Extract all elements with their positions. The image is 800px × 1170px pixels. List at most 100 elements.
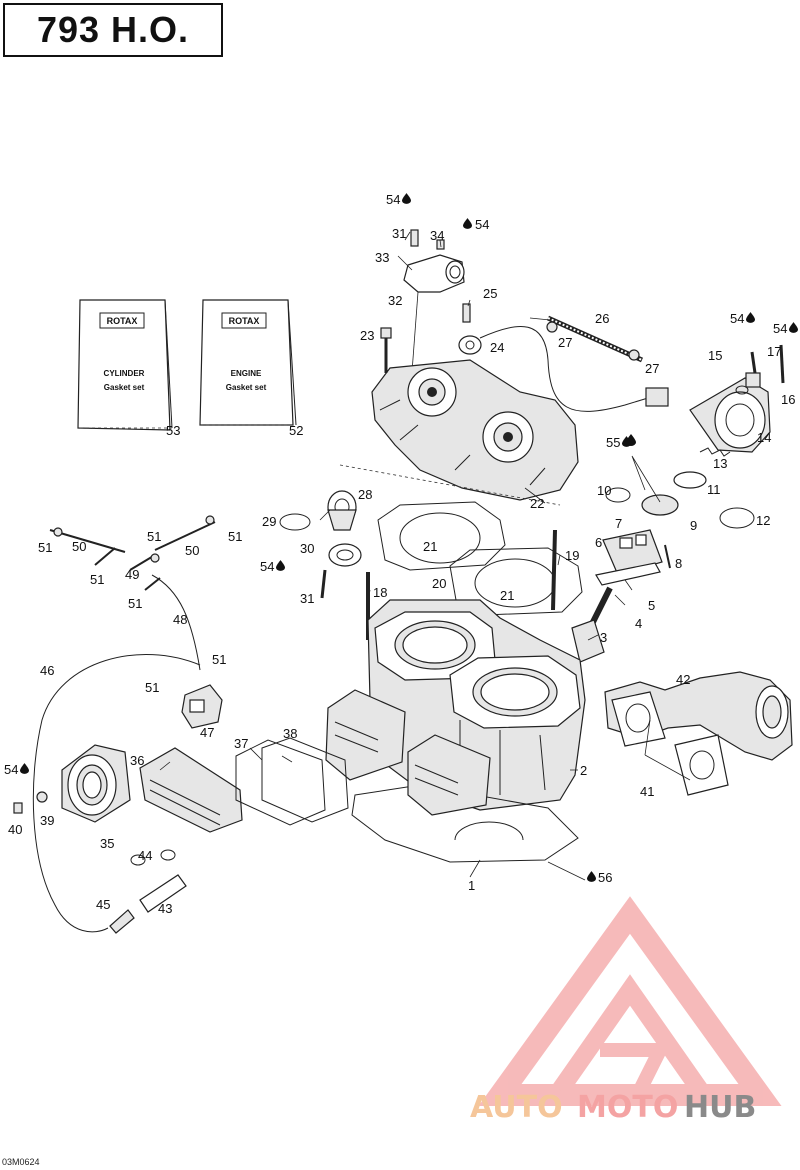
callout-33: 33 [375, 250, 389, 265]
callout-13: 13 [713, 456, 727, 471]
callout-10: 10 [597, 483, 611, 498]
callout-6: 6 [595, 535, 602, 550]
callout-46: 46 [40, 663, 54, 678]
fitting-45 [109, 909, 135, 934]
fitting-39 [36, 791, 48, 803]
callout-49: 49 [125, 567, 139, 582]
callout-16: 16 [781, 392, 795, 407]
callout-39: 39 [40, 813, 54, 828]
callout-5: 5 [648, 598, 655, 613]
oil-drop-icon [789, 322, 798, 333]
bolt-23 [380, 327, 392, 373]
callout-54d: 54 [773, 321, 787, 336]
thermostat-cover [689, 344, 785, 453]
callout-20: 20 [432, 576, 446, 591]
fitting-30 [328, 543, 362, 567]
callout-12: 12 [756, 513, 770, 528]
callout-25: 25 [483, 286, 497, 301]
stud-19 [551, 529, 557, 611]
callout-52: 52 [289, 423, 303, 438]
callout-54b: 54 [475, 217, 489, 232]
callout-29: 29 [262, 514, 276, 529]
callout-9: 9 [690, 518, 697, 533]
callout-41: 41 [640, 784, 654, 799]
oring-29 [279, 513, 311, 531]
callout-21b: 21 [500, 588, 514, 603]
callout-14: 14 [757, 430, 771, 445]
cylinder-set-line2: Gasket set [104, 383, 145, 392]
callout-31a: 31 [392, 226, 406, 241]
callout-38: 38 [283, 726, 297, 741]
clamp-44a [130, 854, 146, 866]
callout-47: 47 [200, 725, 214, 740]
cylinder-set-line1: CYLINDER [104, 369, 145, 378]
callout-37: 37 [234, 736, 248, 751]
callout-7: 7 [615, 516, 622, 531]
bolt-31-top [410, 229, 419, 247]
callout-53: 53 [166, 423, 180, 438]
callout-11: 11 [707, 482, 721, 497]
head-gasket-upper [377, 501, 506, 571]
callout-48: 48 [173, 612, 187, 627]
callout-35: 35 [100, 836, 114, 851]
drawing-code: 03M0624 [2, 1157, 40, 1167]
cylinder-head [371, 359, 579, 501]
callout-1: 1 [468, 878, 475, 893]
watermark-brand-auto: AUTO [470, 1090, 563, 1125]
callout-17: 17 [767, 344, 781, 359]
callout-30: 30 [300, 541, 314, 556]
callout-45: 45 [96, 897, 110, 912]
callout-51e: 51 [128, 596, 142, 611]
callout-32: 32 [388, 293, 402, 308]
oil-drop-icon [402, 193, 411, 204]
carb-flange [61, 744, 131, 823]
callout-21a: 21 [423, 539, 437, 554]
oil-drop-icon [20, 763, 29, 774]
callout-27b: 27 [645, 361, 659, 376]
callout-54c: 54 [730, 311, 744, 326]
engine-set-line2: Gasket set [226, 383, 267, 392]
callout-44: 44 [138, 848, 152, 863]
callout-54e: 54 [260, 559, 274, 574]
callout-8: 8 [675, 556, 682, 571]
callout-18: 18 [373, 585, 387, 600]
callout-40: 40 [8, 822, 22, 837]
engine-gasket-set: ROTAX ENGINE Gasket set [199, 299, 297, 426]
hose-48 [151, 574, 201, 671]
callout-56: 56 [598, 870, 612, 885]
bolt-31-bottom [320, 569, 327, 599]
callout-54f: 54 [4, 762, 18, 777]
callout-24: 24 [490, 340, 504, 355]
callout-50a: 50 [72, 539, 86, 554]
callout-36: 36 [130, 753, 144, 768]
callout-4: 4 [635, 616, 642, 631]
oring-10 [605, 487, 631, 503]
callout-15: 15 [708, 348, 722, 363]
callout-51a: 51 [38, 540, 52, 555]
oring-12 [719, 507, 755, 529]
cylinder-set-brand: ROTAX [107, 316, 138, 326]
callout-22: 22 [530, 496, 544, 511]
callout-31b: 31 [300, 591, 314, 606]
callout-50b: 50 [185, 543, 199, 558]
clamp-44b [160, 849, 176, 861]
callout-3: 3 [600, 630, 607, 645]
tee-fittings [49, 515, 216, 591]
hose-46 [32, 654, 201, 933]
callout-54a: 54 [386, 192, 400, 207]
screw-40 [13, 802, 23, 814]
rod-26 [546, 315, 644, 363]
callout-27a: 27 [558, 335, 572, 350]
callout-labels: 1 2 3 4 5 6 7 8 9 10 11 12 13 14 15 16 1… [4, 192, 795, 916]
callout-26: 26 [595, 311, 609, 326]
reed-block-36 [139, 747, 243, 833]
oil-drop-icon [746, 312, 755, 323]
callout-51c: 51 [228, 529, 242, 544]
callout-2: 2 [580, 763, 587, 778]
callout-34: 34 [430, 228, 444, 243]
reed-valve-2 [407, 734, 491, 816]
reed-valve-1 [325, 689, 406, 781]
vent-valve-47 [181, 684, 223, 729]
callout-51g: 51 [145, 680, 159, 695]
